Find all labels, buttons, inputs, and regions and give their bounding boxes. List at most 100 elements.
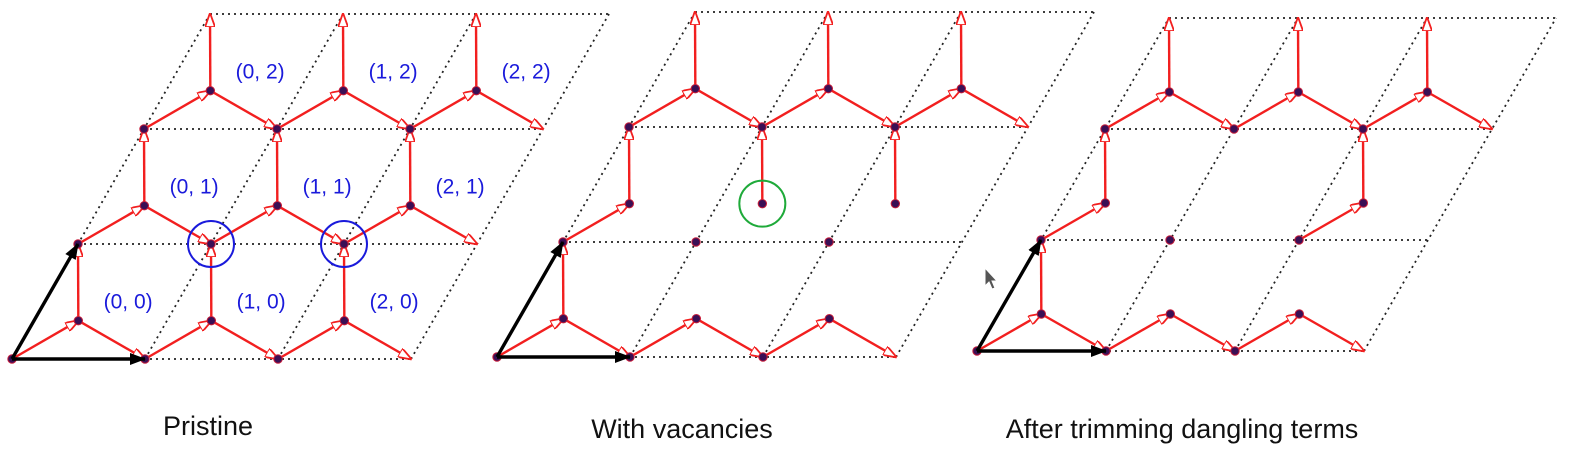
trimmed-site-a-1-1: [1165, 235, 1175, 245]
vacancies-site-b-1-0: [691, 313, 702, 324]
vacancies-site-a-1-1: [691, 237, 701, 247]
trimmed-bond-0-1-a: [1040, 203, 1105, 242]
trimmed-site-b-2-2: [1422, 87, 1433, 97]
pristine-bond-0-0-a: [11, 321, 78, 361]
pristine-grid-col-3: [410, 13, 610, 360]
trimmed-bond-1-0-r: [1169, 312, 1235, 351]
trimmed-site-a-0-2: [1100, 124, 1110, 134]
vacancies-site-b-2-1: [890, 198, 901, 209]
pristine-bond-0-1-a: [77, 206, 144, 246]
trimmed-site-b-0-0: [1036, 309, 1047, 319]
pristine-grid-col-1: [144, 13, 344, 360]
caption-pristine: Pristine: [163, 411, 253, 441]
pristine-bond-2-0-r: [343, 319, 411, 359]
pristine-bond-0-2-r: [209, 89, 277, 129]
vacancies-site-a-0-2: [624, 122, 634, 132]
pristine-bond-1-1-r: [276, 204, 344, 244]
pristine-site-a-2-0: [273, 354, 283, 364]
trimmed-site-b-1-0: [1165, 309, 1176, 319]
trimmed-bond-1-0-a: [1105, 314, 1170, 353]
vacancies-site-a-2-1: [824, 237, 834, 247]
vacancies-site-b-0-2: [690, 83, 701, 94]
pristine-site-b-1-1: [272, 200, 283, 211]
trimmed-grid-col-1: [1105, 17, 1299, 352]
pristine-bond-1-2-a: [276, 91, 343, 131]
pristine-grid-col-2: [277, 13, 477, 360]
cell-label-1-2: (1, 2): [369, 61, 418, 84]
trimmed-grid-col-3: [1363, 17, 1557, 352]
trimmed-site-a-1-2: [1229, 124, 1239, 134]
pristine-site-a-2-2: [405, 124, 415, 134]
trimmed-lattice-vector-a2: [975, 239, 1043, 352]
pristine-lattice-vector-a2: [10, 243, 80, 360]
trimmed-site-b-0-2: [1164, 87, 1175, 97]
pristine-site-a-1-2: [272, 124, 282, 134]
trimmed-site-a-2-2: [1358, 124, 1368, 134]
vacancies-bond-1-0-a: [629, 319, 696, 359]
vacancies-grid-col-3: [895, 11, 1095, 358]
vacancies-bond-0-2-a: [628, 89, 695, 129]
vacancies-bond-0-0-a: [496, 319, 563, 359]
pristine-site-b-0-0: [73, 315, 84, 326]
trimmed-bond-2-0-a: [1234, 314, 1299, 353]
trimmed-bond-2-2-r: [1426, 90, 1492, 129]
vacancies-bond-0-1-a: [562, 204, 629, 244]
vacancies-bond-1-0-r: [695, 317, 763, 357]
pristine-site-a-0-2: [139, 124, 149, 134]
trimmed-bond-1-2-r: [1297, 90, 1363, 129]
vacancies-bond-2-0-r: [828, 317, 896, 357]
trimmed-site-b-1-2: [1293, 87, 1304, 97]
pristine-bond-1-0-r: [210, 319, 278, 359]
vacancies-bond-2-0-a: [762, 319, 829, 359]
trimmed-site-a-2-0: [1230, 346, 1240, 356]
pristine-bond-1-0-a: [144, 321, 211, 361]
cell-label-2-2: (2, 2): [502, 61, 551, 84]
highlight-ring-0: [187, 220, 235, 268]
cell-label-2-0: (2, 0): [370, 291, 419, 314]
pristine-site-b-2-0: [339, 315, 350, 326]
pristine-site-b-1-2: [338, 85, 349, 96]
pristine-site-b-0-2: [205, 85, 216, 96]
pristine-bond-2-0-a: [277, 321, 344, 361]
pristine-site-b-2-2: [471, 85, 482, 96]
vacancies-bond-0-2-r: [694, 87, 762, 127]
vacancies-site-b-0-0: [558, 313, 569, 324]
caption-with-vacancies: With vacancies: [591, 414, 773, 444]
panel-after-trimming: [972, 17, 1557, 357]
vacancies-site-b-1-2: [823, 83, 834, 94]
trimmed-site-b-2-0: [1294, 309, 1305, 319]
highlight-ring-1: [320, 220, 368, 268]
pristine-bond-0-1-r: [143, 204, 211, 244]
trimmed-bond-0-2-r: [1168, 90, 1234, 129]
pristine-site-b-0-1: [139, 200, 150, 211]
trimmed-bond-2-0-r: [1298, 312, 1364, 351]
trimmed-bond-2-2-a: [1362, 92, 1427, 131]
panel-with-vacancies: [492, 11, 1095, 363]
vacancies-site-a-2-2: [890, 122, 900, 132]
pristine-site-b-2-1: [405, 200, 416, 211]
vacancies-bond-0-0-r: [562, 317, 630, 357]
cell-label-2-1: (2, 1): [436, 176, 485, 199]
vacancies-site-b-0-1: [624, 198, 635, 209]
mouse-cursor-icon: [984, 266, 999, 290]
trimmed-bond-2-1-a: [1298, 203, 1363, 242]
trimmed-site-b-2-1: [1358, 198, 1369, 208]
vacancies-site-a-2-0: [758, 352, 768, 362]
vacancies-bond-1-2-r: [827, 87, 895, 127]
pristine-site-b-1-0: [206, 315, 217, 326]
vacancies-lattice-vector-a2: [495, 241, 565, 358]
pristine-bond-0-0-r: [77, 319, 145, 359]
trimmed-bond-1-2-a: [1233, 92, 1298, 131]
vacancy-ring: [738, 179, 787, 228]
vacancies-site-a-1-2: [757, 122, 767, 132]
panel-pristine: (0, 0)(1, 0)(2, 0)(0, 1)(1, 1)(2, 1)(0, …: [7, 13, 610, 365]
pristine-bond-2-1-r: [409, 204, 477, 244]
vacancies-grid-col-1: [629, 11, 829, 358]
vacancies-bond-2-2-a: [894, 89, 961, 129]
vacancies-bond-2-2-r: [960, 87, 1028, 127]
trimmed-bond-0-0-a: [976, 314, 1041, 353]
cell-label-1-1: (1, 1): [303, 176, 352, 199]
pristine-bond-2-2-r: [475, 89, 543, 129]
pristine-bond-0-2-a: [143, 91, 210, 131]
